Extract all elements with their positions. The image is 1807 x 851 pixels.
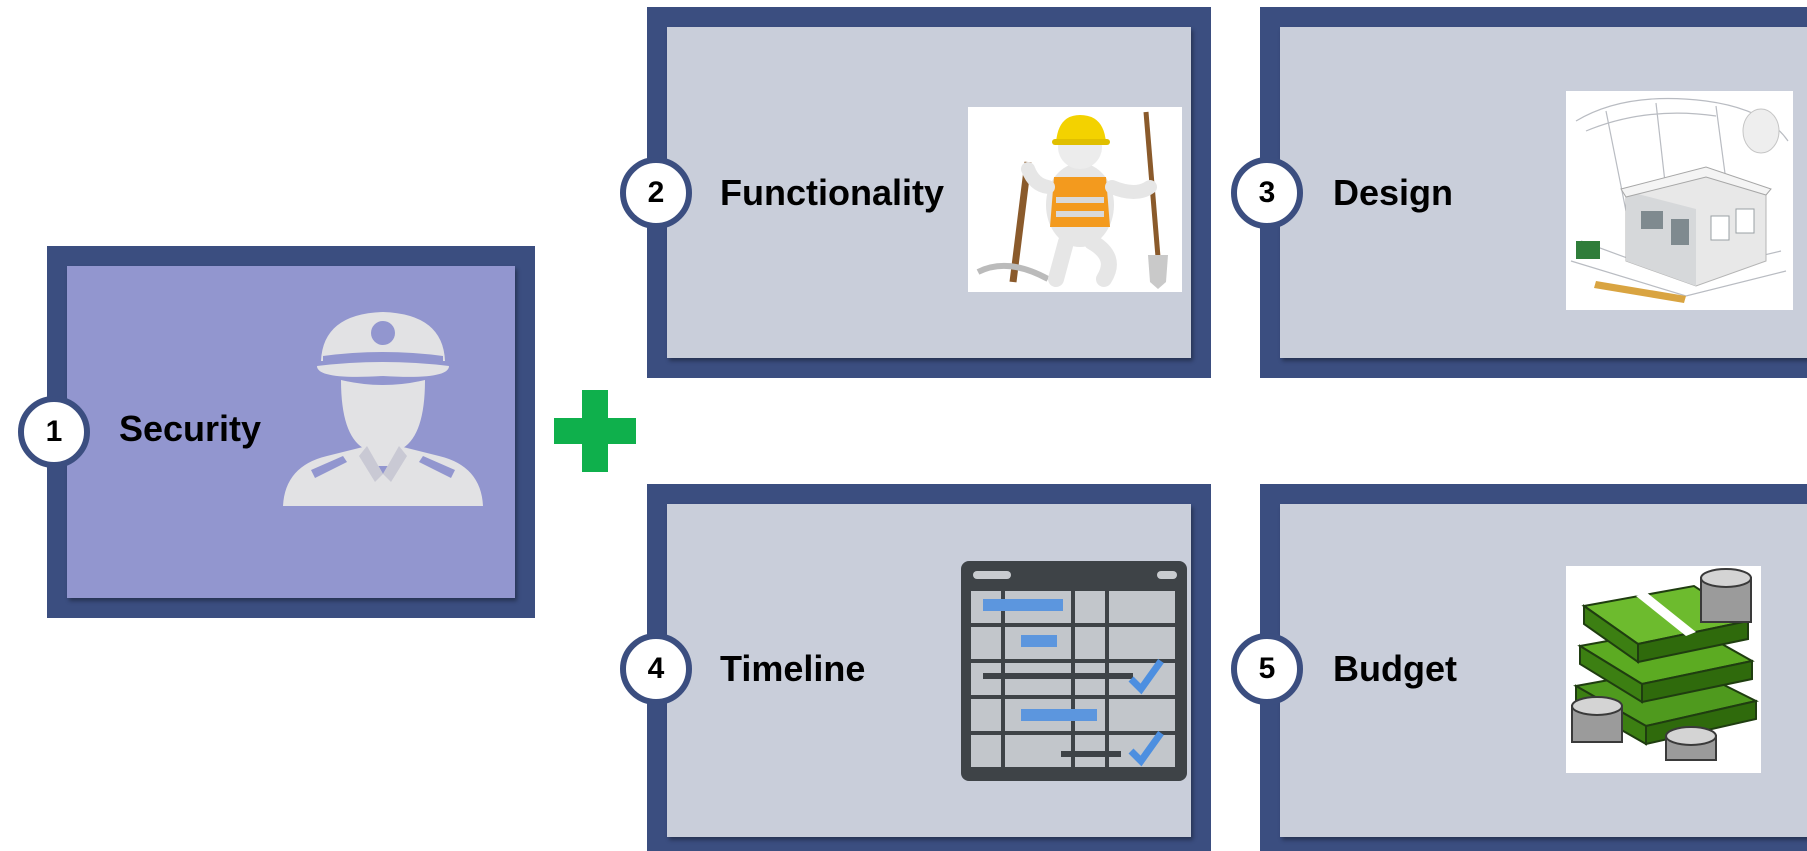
timeline-card-panel	[667, 504, 1191, 837]
step-number-4: 4	[620, 633, 692, 705]
security-label: Security	[119, 408, 262, 449]
functionality-card	[647, 7, 1211, 378]
functionality-label: Functionality	[720, 172, 944, 213]
timeline-label: Timeline	[720, 648, 866, 689]
security-guard-icon	[283, 312, 483, 506]
design-card	[1260, 7, 1807, 378]
design-label: Design	[1333, 172, 1454, 213]
step-number-2: 2	[620, 157, 692, 229]
step-number-1: 1	[18, 396, 90, 468]
plus-icon	[554, 390, 636, 472]
security-card	[47, 246, 535, 618]
step-number-3: 3	[1231, 157, 1303, 229]
functionality-card-panel	[667, 27, 1191, 358]
construction-worker-icon	[968, 107, 1182, 292]
budget-card	[1260, 484, 1807, 851]
money-stack-icon	[1566, 566, 1761, 773]
budget-label: Budget	[1333, 648, 1457, 689]
step-number-5: 5	[1231, 633, 1303, 705]
timeline-card	[647, 484, 1211, 851]
budget-card-panel	[1280, 504, 1807, 837]
house-blueprint-icon	[1566, 91, 1793, 310]
gantt-chart-icon	[961, 561, 1187, 781]
security-card-panel	[67, 266, 515, 598]
design-card-panel	[1280, 27, 1807, 358]
